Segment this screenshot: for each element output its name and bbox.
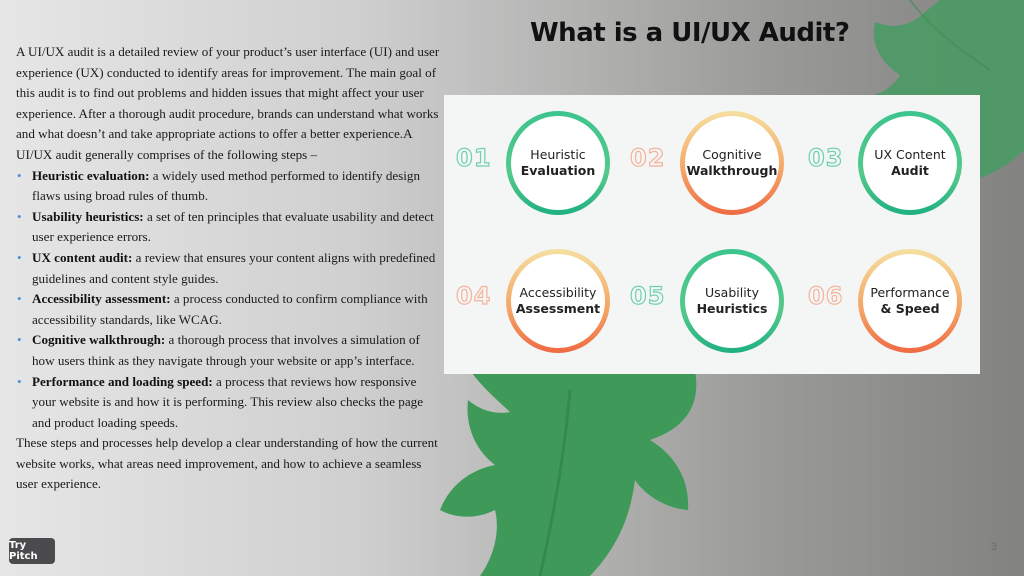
bullet-term: Accessibility assessment:: [32, 291, 171, 307]
bullet-term: Cognitive walkthrough:: [32, 332, 166, 348]
bullet-desc: a process conducted to confirm complianc…: [32, 291, 428, 327]
try-pitch-button[interactable]: Try Pitch: [9, 538, 55, 564]
step-label-line1: Performance: [870, 285, 950, 300]
intro-paragraph: A UI/UX audit is a detailed review of yo…: [16, 44, 440, 162]
step-number: 02: [629, 143, 666, 172]
list-item: Heuristic evaluation: a widely used meth…: [16, 166, 441, 207]
bullet-desc: a widely used method performed to identi…: [32, 167, 421, 204]
bullet-desc: a review that ensures your content align…: [32, 249, 436, 286]
step-number: 05: [629, 281, 666, 310]
list-item: Usability heuristics: a set of ten princ…: [16, 207, 441, 248]
list-item: Performance and loading speed: a process…: [16, 372, 441, 434]
step-label-line1: Usability: [705, 285, 759, 300]
step-label-line1: UX Content: [874, 147, 946, 162]
step-label-line1: Accessibility: [519, 285, 597, 300]
step-number: 01: [455, 143, 492, 172]
bullet-term: Heuristic evaluation:: [32, 167, 150, 183]
bullet-term: UX content audit:: [32, 249, 133, 265]
page-number: 3: [991, 541, 998, 553]
step-number: 06: [807, 281, 844, 310]
list-item: Accessibility assessment: a process cond…: [16, 289, 441, 330]
steps-list: Heuristic evaluation: a widely used meth…: [16, 166, 441, 434]
list-item: Cognitive walkthrough: a thorough proces…: [16, 330, 441, 371]
outro-paragraph: These steps and processes help develop a…: [16, 435, 438, 492]
step-number: 04: [455, 281, 492, 310]
step-label-line2: Heuristics: [696, 301, 768, 316]
step-label-line1: Heuristic: [530, 147, 586, 162]
step-label-line1: Cognitive: [702, 147, 762, 162]
bullet-desc: a process that reviews how responsive yo…: [32, 373, 424, 430]
step-label-line2: & Speed: [880, 301, 940, 316]
leaf-bottom-decoration: [440, 370, 697, 576]
bullet-desc: a thorough process that involves a simul…: [32, 332, 420, 368]
bullet-term: Usability heuristics:: [32, 208, 144, 224]
bullet-desc: a set of ten principles that evaluate us…: [32, 208, 434, 245]
bullet-term: Performance and loading speed:: [32, 373, 213, 389]
step-label-line2: Walkthrough: [686, 163, 778, 178]
step-performance-speed: 06 Performance& Speed: [796, 233, 974, 353]
step-label-line2: Audit: [891, 163, 929, 178]
step-label-line2: Evaluation: [520, 163, 596, 178]
page-title: What is a UI/UX Audit?: [530, 18, 850, 48]
step-label-line2: Assessment: [515, 301, 601, 316]
step-circle: Performance& Speed: [858, 249, 962, 353]
list-item: UX content audit: a review that ensures …: [16, 248, 441, 289]
step-number: 03: [807, 143, 844, 172]
body-text: A UI/UX audit is a detailed review of yo…: [16, 42, 441, 495]
